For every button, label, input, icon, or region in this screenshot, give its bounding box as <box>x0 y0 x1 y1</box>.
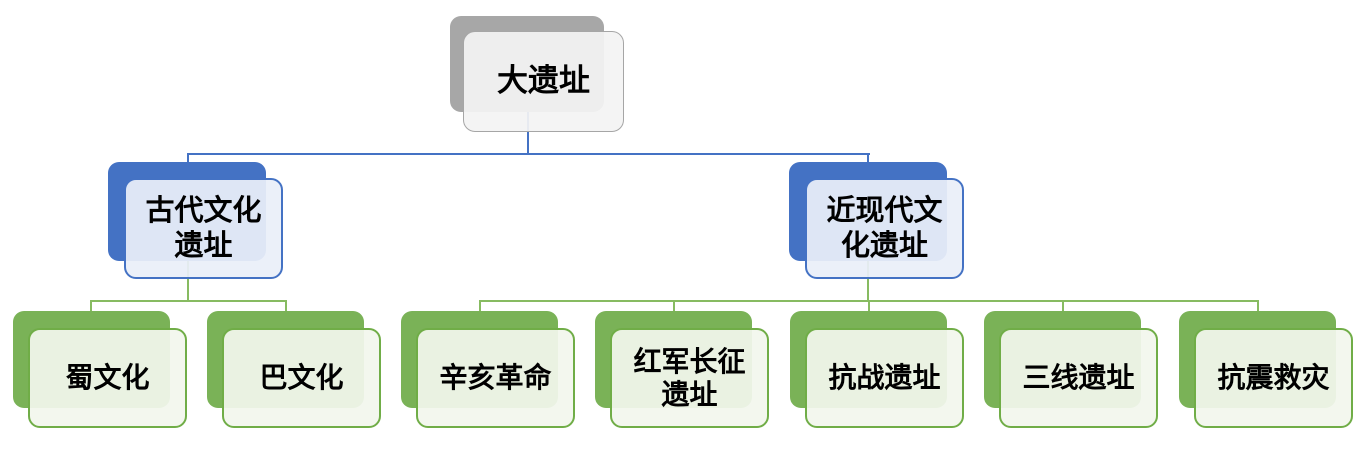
connector-ancient-rail <box>90 300 287 302</box>
root-label: 大遗址 <box>463 31 624 132</box>
connector-drop-shu <box>90 300 92 312</box>
shu-label: 蜀文化 <box>28 328 187 428</box>
connector-level2-rail <box>187 153 870 155</box>
connector-drop-sanxian <box>1062 300 1064 312</box>
connector-drop-ba <box>285 300 287 312</box>
sanxian-label: 三线遗址 <box>999 328 1158 428</box>
connector-drop-changzheng <box>673 300 675 312</box>
connector-drop-kangzhen <box>1257 300 1259 312</box>
ba-label: 巴文化 <box>222 328 381 428</box>
connector-ancient-stem <box>187 261 189 302</box>
connector-drop-kangzhan <box>868 300 870 312</box>
xinhai-label: 辛亥革命 <box>416 328 575 428</box>
connector-drop-xinhai <box>479 300 481 312</box>
changzheng-label: 红军长征 遗址 <box>610 328 769 428</box>
kangzhen-label: 抗震救灾 <box>1194 328 1353 428</box>
connector-modern-stem <box>867 261 869 302</box>
connector-drop-ancient <box>187 153 189 164</box>
connector-root-stem <box>527 112 529 155</box>
modern-label: 近现代文 化遗址 <box>805 178 964 279</box>
connector-drop-modern <box>867 153 869 164</box>
kangzhan-label: 抗战遗址 <box>805 328 964 428</box>
ancient-label: 古代文化 遗址 <box>124 178 283 279</box>
